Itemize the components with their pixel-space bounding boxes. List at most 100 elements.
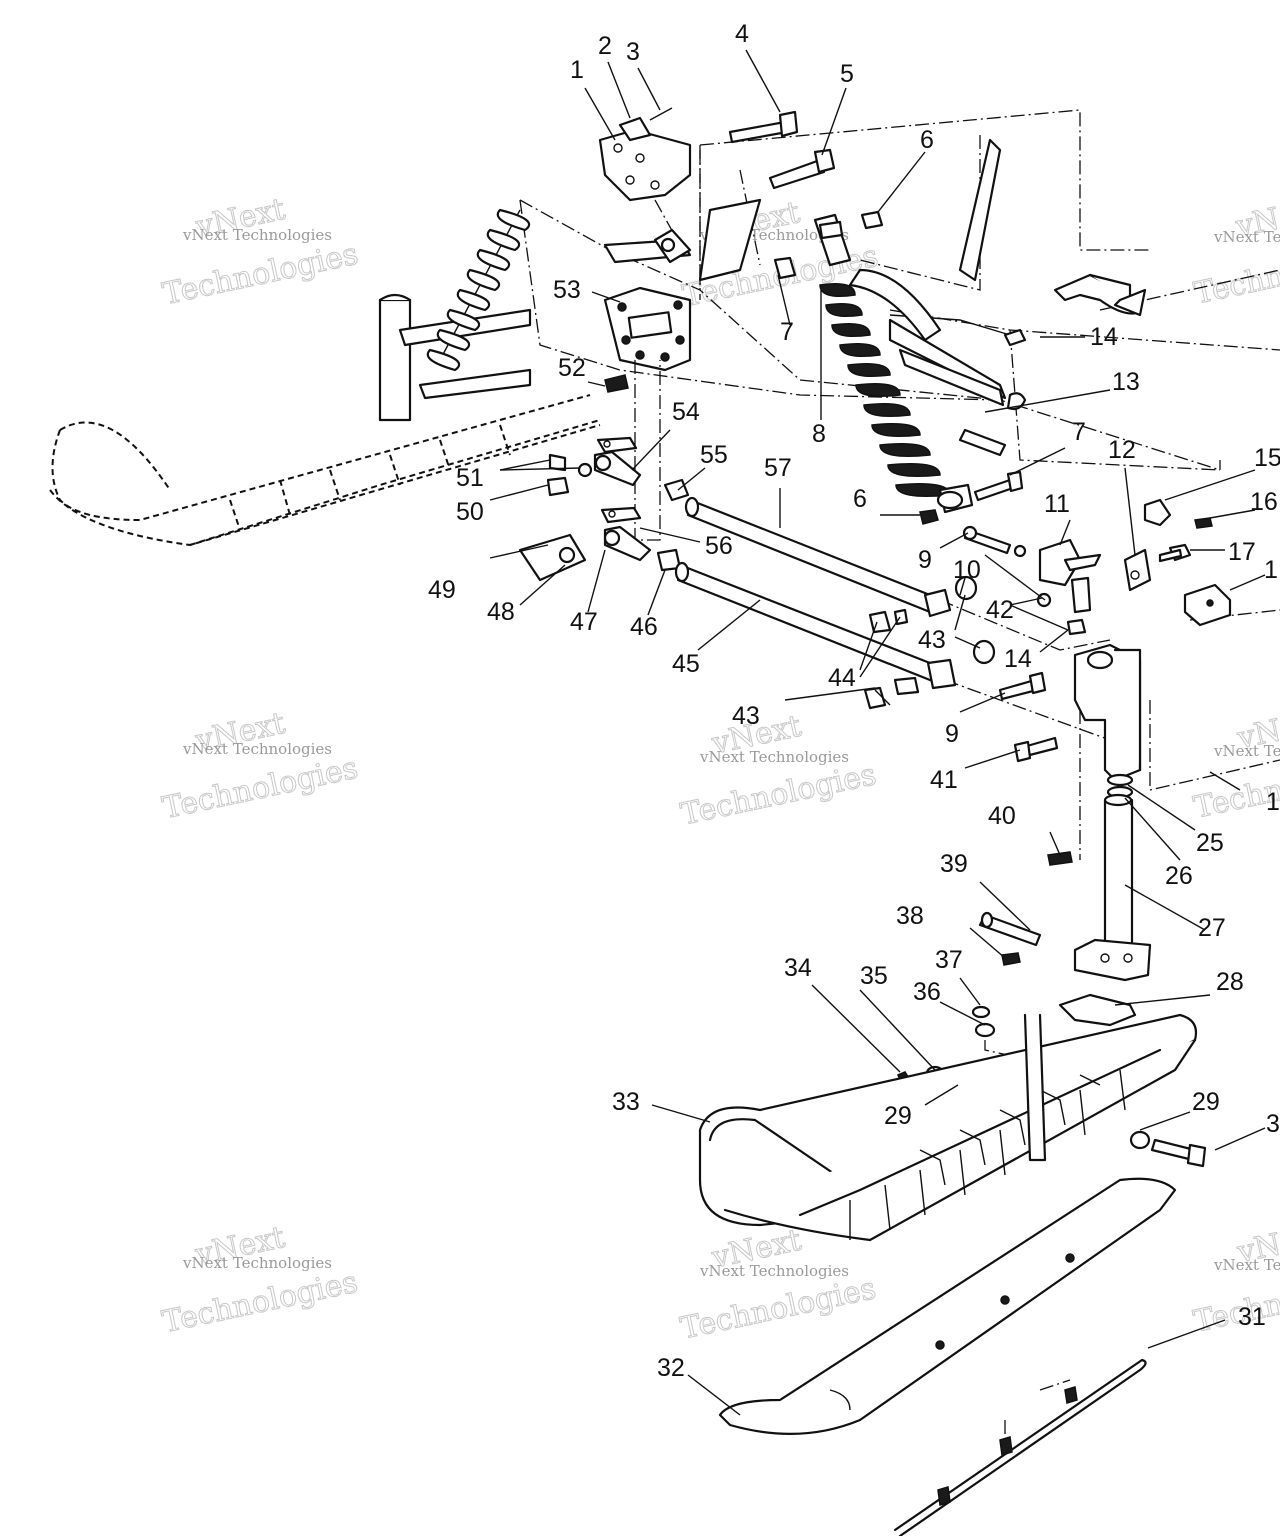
watermark-bottom-left: vNext vNext Technologies Technologies [159,1219,361,1340]
nut-14 [1003,328,1027,347]
leader-lines [489,49,1266,1416]
watermark-line: vNext Technologies [699,748,849,766]
bushing-48 [558,546,576,564]
right-shock-spring [819,283,951,497]
callout-labels: 1 2 3 4 5 6 7 8 14 13 7 12 15 16 17 1 11… [428,20,1280,1382]
callout-54: 54 [672,398,700,426]
watermark-word: Technologies [678,1271,879,1347]
saddle-28 [1058,993,1137,1027]
callout-55: 55 [700,441,728,469]
nut-55 [663,478,690,502]
callout-46: 46 [630,613,658,641]
bolt-5 [768,158,826,190]
callout-34: 34 [784,954,812,982]
watermark-mid-center: vNext vNext Technologies Technologies [677,708,879,833]
callout-40: 40 [988,802,1016,830]
callout-6: 6 [920,126,934,154]
callout-8: 8 [812,420,826,448]
callout-14: 14 [1090,323,1118,351]
callout-31: 31 [1238,1303,1266,1331]
left-ski-assembly [49,208,601,547]
callout-5: 5 [840,60,854,88]
callout-19: 1 [1266,788,1280,816]
watermark-top-left: vNext vNext Technologies Technologies [159,191,361,313]
screw-38 [1001,952,1021,966]
callout-28: 28 [1216,968,1244,996]
callout-13: 13 [1112,368,1140,396]
ski-skag [718,1177,1177,1435]
screw-16 [1194,517,1213,529]
bolt-52 [604,374,629,393]
callout-14b: 14 [1004,645,1032,673]
callout-9: 9 [918,546,932,574]
callout-29b: 29 [1192,1088,1220,1116]
callout-32: 32 [657,1354,685,1382]
callout-15: 15 [1254,444,1280,472]
callout-6b: 6 [853,485,867,513]
callout-11: 11 [1044,490,1070,518]
callout-30: 3 [1266,1110,1280,1138]
callout-36: 36 [913,978,941,1006]
washer-36 [974,1022,996,1038]
watermark-line: vNext Technologies [699,1262,849,1280]
callout-48: 48 [487,598,515,626]
upper-a-arm [888,273,1232,627]
watermark-word: Technologies [678,757,879,833]
watermark-word: Technologies [1191,236,1280,312]
watermark-line: vNext Technologies [1213,228,1280,246]
watermark-bottom-right: vNext vNext Technologies Technologies [1190,1217,1280,1340]
callout-56: 56 [705,532,733,560]
front-ski [698,1013,1198,1242]
bracket-plate-2 [618,116,652,142]
watermark-word: Technologies [159,751,360,827]
callout-43a: 43 [918,626,946,654]
watermark-line: vNext Technologies [1213,1256,1280,1274]
watermark-line: vNext Technologies [182,226,332,244]
callout-35: 35 [860,962,888,990]
right-shock-absorber [813,213,974,514]
nut-37 [971,1005,991,1019]
bracket-49 [518,533,587,582]
callout-33: 33 [612,1088,640,1116]
callout-39: 39 [940,850,968,878]
watermark-bottom-center: vNext vNext Technologies Technologies [677,1222,879,1347]
callout-47: 47 [570,608,598,636]
callout-4: 4 [735,20,749,48]
callout-50: 50 [456,498,484,526]
callout-9b: 9 [945,720,959,748]
watermark-line: vNext Technologies [182,1254,332,1272]
left-shock-spring [426,208,531,372]
callout-51: 51 [456,464,484,492]
nut-6b [919,509,939,525]
callout-10: 10 [953,556,981,584]
callout-1: 1 [570,56,584,84]
watermark-word: Technologies [160,237,361,313]
callout-37: 37 [935,946,963,974]
pin-40 [1047,851,1073,866]
watermark-top-right: vNext vNext Technologies Technologies [1190,191,1280,312]
bracket-12 [1123,548,1152,592]
washer-25 [1106,773,1134,787]
callout-17: 17 [1228,538,1256,566]
upper-mount-bracket [598,107,836,300]
callout-12: 12 [1108,436,1136,464]
cap-15 [1143,498,1172,527]
washer-29b [1129,1130,1151,1150]
callout-41: 41 [930,766,958,794]
callout-38: 38 [896,902,924,930]
callout-52: 52 [558,354,586,382]
callout-44: 44 [828,664,856,692]
wear-bar [893,1358,1147,1536]
spindle-27 [1103,798,1134,947]
nut-6a [860,210,884,230]
callout-49: 49 [428,576,456,604]
left-mounts [518,436,690,582]
callout-2: 2 [598,32,612,60]
nut-50 [546,476,570,497]
callout-43b: 43 [732,702,760,730]
bushings [863,575,1087,710]
watermark-line: vNext Technologies [182,740,332,758]
tie-rods [674,496,1111,741]
callout-3: 3 [626,38,640,66]
